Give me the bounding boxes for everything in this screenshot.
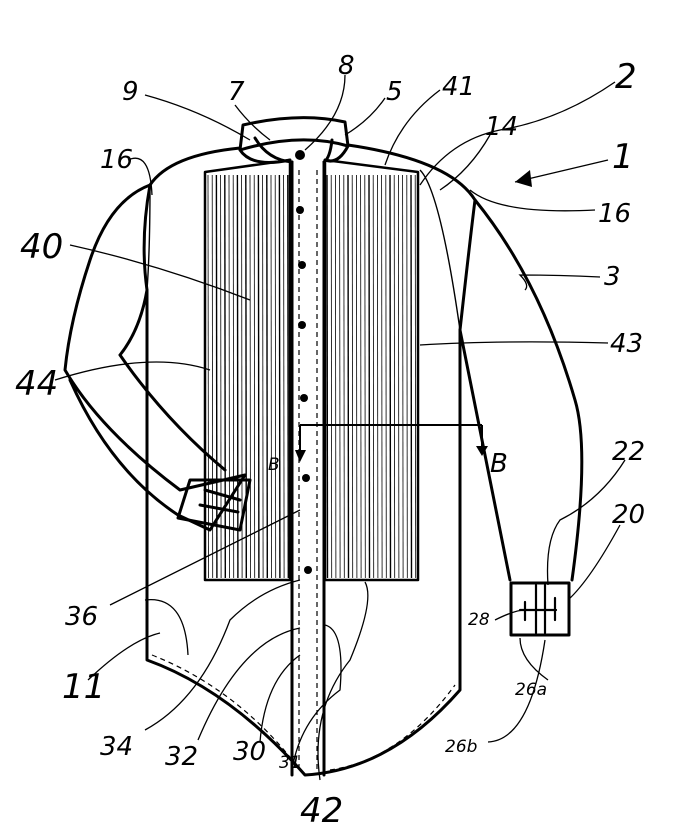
pleat-line [225,175,226,578]
label-2: 2 [615,57,637,97]
label-b-left: B [268,455,280,475]
label-11: 11 [62,667,105,707]
label-7: 7 [228,77,245,107]
pleat-line [221,175,222,578]
pleat-line [386,175,387,578]
pleat-line [258,175,259,578]
pleat-line [390,175,391,578]
pleat-line [382,175,383,578]
armhole-seam [147,170,460,330]
label-5: 5 [386,77,403,107]
pleat-line [373,175,374,578]
label-22: 22 [612,437,645,467]
stud [302,474,310,482]
pleat-line [212,175,213,578]
shirt-body [144,148,460,775]
label-16-left: 16 [100,145,133,175]
collar-stud [295,150,305,160]
pleat-line [331,175,332,578]
label-40: 40 [20,227,63,267]
pleat-line [254,175,255,578]
placket-stitching [299,170,317,770]
label-b-right: B [490,449,508,479]
stud [298,261,306,269]
pleat-line [208,175,209,578]
pleat-line [394,175,395,578]
pleat-line [275,175,276,578]
pleat-line [335,175,336,578]
button-placket [292,162,324,775]
pleat-line [411,175,412,578]
pleat-line [229,175,230,578]
cufflink [520,585,556,633]
pleat-line [263,175,264,578]
label-8: 8 [338,51,355,81]
label-28: 28 [468,610,490,630]
pleat-line [271,175,272,578]
pleat-line [327,175,328,578]
pleat-line [233,175,234,578]
collar [240,118,348,163]
reference-labels: 9 7 8 5 41 2 14 1 16 16 40 3 44 43 B B 2… [15,51,645,831]
pleat-line [398,175,399,578]
pleat-line [356,175,357,578]
studs [295,150,312,574]
label-43: 43 [610,329,643,359]
pleat-line [246,175,247,578]
pleat-line [415,175,416,578]
right-sleeve-inner [460,200,510,580]
label-41: 41 [442,72,475,102]
label-3: 3 [604,262,621,292]
label-34: 34 [100,732,133,762]
label-1: 1 [612,137,634,177]
label-42: 42 [300,791,343,831]
pleat-line [267,175,268,578]
label-32: 32 [165,742,198,772]
pleat-line [361,175,362,578]
label-16-right: 16 [598,199,631,229]
stud [296,206,304,214]
pleat-line [344,175,345,578]
label-44: 44 [15,364,58,404]
label-14: 14 [485,112,518,142]
stud [300,394,308,402]
pleats [208,175,416,578]
label-9: 9 [122,77,139,107]
pleat-line [237,175,238,578]
label-30: 30 [233,737,266,767]
pleat-line [340,175,341,578]
label-26a: 26a [515,680,547,700]
left-sleeve [65,185,245,530]
pleat-line [403,175,404,578]
label-36: 36 [65,602,98,632]
pleat-line [352,175,353,578]
pleat-line [279,175,280,578]
label-20: 20 [612,500,645,530]
stud [304,566,312,574]
stud [298,321,306,329]
label-31: 31 [279,753,301,773]
pleat-line [348,175,349,578]
pleat-line [407,175,408,578]
pleat-line [250,175,251,578]
pleat-line [377,175,378,578]
pleat-line [365,175,366,578]
label-26b: 26b [445,737,477,757]
pleat-line [288,175,289,578]
hem-curve-11 [145,600,188,655]
pleat-line [369,175,370,578]
